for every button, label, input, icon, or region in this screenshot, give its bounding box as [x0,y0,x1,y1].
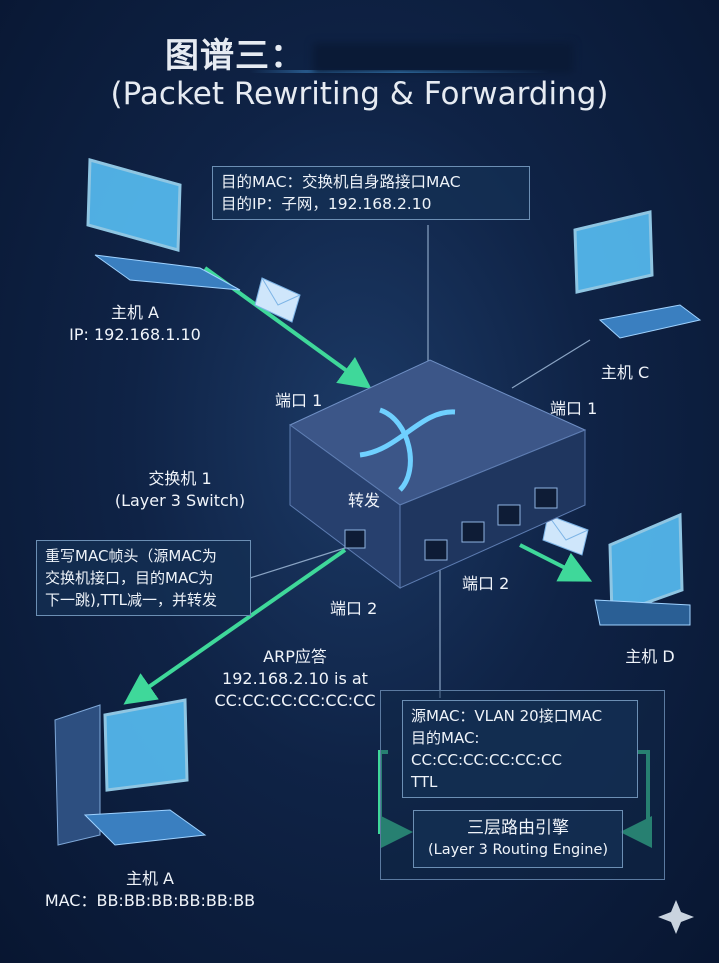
rewrite-line: 交换机接口，目的MAC为 [45,569,214,587]
switch-type: (Layer 3 Switch) [114,491,246,510]
envelope-icon [542,514,589,556]
rewrite-box: 重写MAC帧头（源MAC为 交换机接口，目的MAC为 下一跳),TTL减一，并转… [36,540,251,616]
computer-icon-host-d [594,512,691,626]
host-a-bottom-label: 主机 A MAC：BB:BB:BB:BB:BB:BB [30,868,270,912]
dest-ip-text: 目的IP：子网，192.168.2.10 [221,195,432,213]
sparkle-icon [658,900,694,934]
port-label: 端口 2 [330,599,378,618]
rewrite-line: 下一跳),TTL减一，并转发 [45,591,218,609]
page-subtitle: (Packet Rewriting & Forwarding) [110,76,609,112]
computer-icon-host-a-top [86,158,241,291]
host-name: 主机 A [110,303,160,322]
computer-icon-host-a-bottom [54,698,207,846]
host-a-top-label: 主机 A IP: 192.168.1.10 [60,302,210,346]
arp-line: CC:CC:CC:CC:CC:CC [214,691,376,710]
routing-engine-box: 三层路由引擎 (Layer 3 Routing Engine) [413,810,623,868]
frame-line: 源MAC：VLAN 20接口MAC [411,707,603,725]
frame-box: 源MAC：VLAN 20接口MAC 目的MAC: CC:CC:CC:CC:CC:… [402,700,638,798]
engine-name: 三层路由引擎 [467,818,569,838]
layer3-switch [289,359,587,590]
host-d-label: 主机 D [625,647,675,666]
frame-line: 目的MAC: CC:CC:CC:CC:CC:CC [411,729,562,769]
port-label: 端口 1 [550,399,598,418]
page-title: 图谱三： [165,28,573,77]
switch-name: 交换机 1 [148,469,212,488]
arp-line: ARP应答 [263,647,327,666]
connector-lines [249,225,591,698]
destination-info-box: 目的MAC：交换机自身路接口MAC 目的IP：子网，192.168.2.10 [212,166,530,220]
host-ip: IP: 192.168.1.10 [69,325,201,344]
port-label: 端口 1 [275,391,323,410]
host-name: 主机 A [125,869,175,888]
rewrite-line: 重写MAC帧头（源MAC为 [45,547,217,565]
port-label: 端口 2 [462,574,510,593]
switch-label: 交换机 1 (Layer 3 Switch) [100,468,260,512]
frame-line: TTL [411,773,438,791]
host-c-label: 主机 C [600,363,650,382]
engine-subtitle: (Layer 3 Routing Engine) [427,842,609,858]
arp-line: 192.168.2.10 is at [222,669,368,688]
dest-mac-text: 目的MAC：交换机自身路接口MAC [221,173,461,191]
computer-icon-host-c [573,210,702,339]
forward-label: 转发 [348,491,381,510]
forward-arrows-icon [359,407,456,492]
host-mac: MAC：BB:BB:BB:BB:BB:BB [44,891,256,910]
title-prefix: 图谱三： [165,36,305,76]
blurred-title-text [313,42,573,73]
envelope-icon [254,277,301,323]
arp-reply-label: ARP应答 192.168.2.10 is at CC:CC:CC:CC:CC:… [205,646,385,712]
